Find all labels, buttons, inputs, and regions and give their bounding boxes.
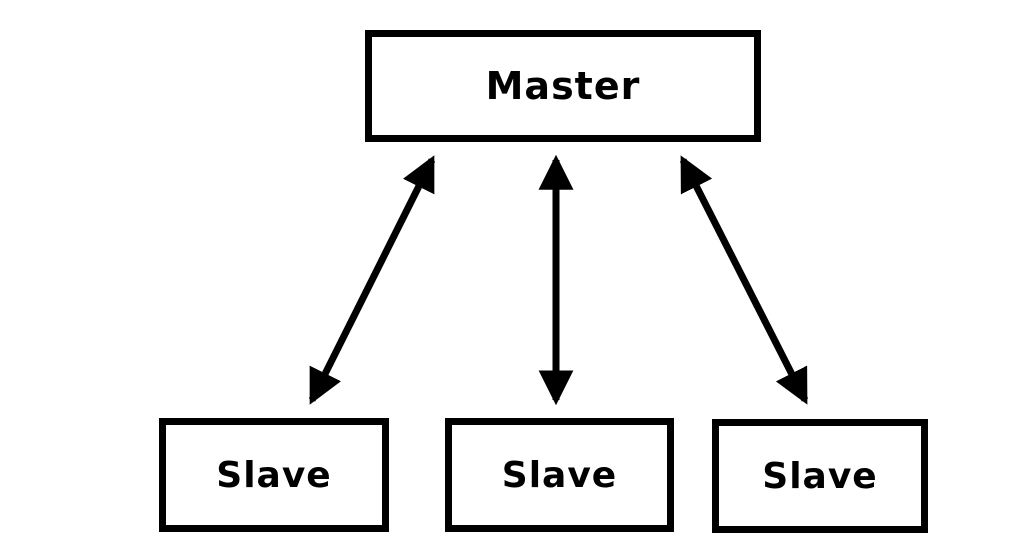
master-node: Master xyxy=(365,30,761,142)
slave-node-3-label: Slave xyxy=(762,455,878,497)
master-slave1-arrow xyxy=(308,155,436,405)
master-node-label: Master xyxy=(485,64,641,108)
slave-node-2-label: Slave xyxy=(501,454,618,496)
slave-node-1-label: Slave xyxy=(216,454,332,496)
slave-node-2: Slave xyxy=(445,418,674,532)
slave-node-3: Slave xyxy=(712,419,928,533)
slave-node-1: Slave xyxy=(159,418,389,532)
master-slave3-arrow xyxy=(679,155,809,405)
